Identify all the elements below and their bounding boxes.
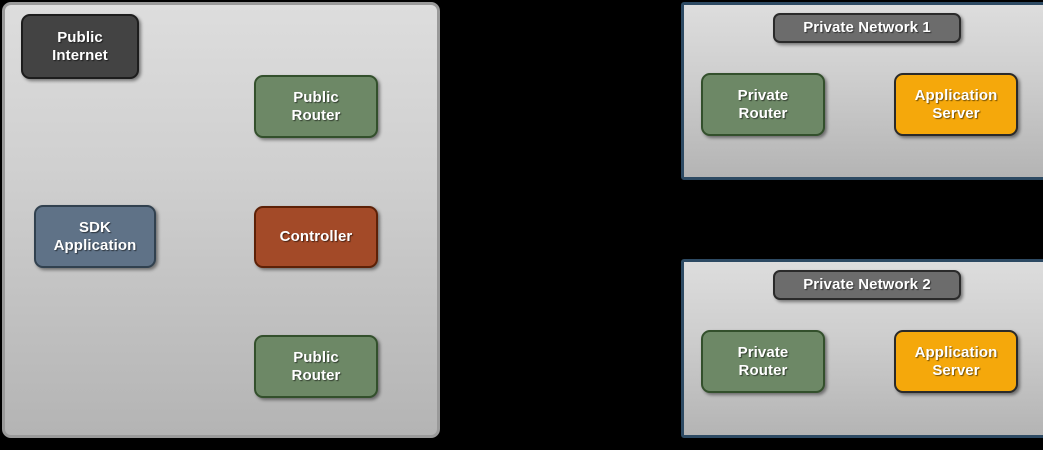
public-zone-container: Public Internet Public Router SDK Applic… — [2, 2, 440, 438]
node-public-router-top[interactable]: Public Router — [254, 75, 378, 138]
node-public-router-top-text: Public Router — [291, 88, 341, 124]
private-network-2-label: Private Network 2 — [773, 270, 961, 300]
private-network-2-container: Private Network 2 Private Router Applica… — [681, 259, 1043, 438]
node-application-server-2[interactable]: Application Server — [894, 330, 1018, 393]
node-application-server-2-text: Application Server — [914, 343, 998, 379]
node-controller[interactable]: Controller — [254, 206, 378, 268]
node-controller-text: Controller — [279, 228, 353, 246]
node-application-server-1[interactable]: Application Server — [894, 73, 1018, 136]
node-private-router-2[interactable]: Private Router — [701, 330, 825, 393]
node-public-router-bottom[interactable]: Public Router — [254, 335, 378, 398]
node-public-internet[interactable]: Public Internet — [21, 14, 139, 79]
node-sdk-application-text: SDK Application — [53, 218, 137, 254]
node-private-router-2-text: Private Router — [737, 343, 789, 379]
node-sdk-application[interactable]: SDK Application — [34, 205, 156, 268]
node-public-router-bottom-text: Public Router — [291, 348, 341, 384]
node-application-server-1-text: Application Server — [914, 86, 998, 122]
node-private-router-1-text: Private Router — [737, 86, 789, 122]
private-network-1-label: Private Network 1 — [773, 13, 961, 43]
private-network-1-container: Private Network 1 Private Router Applica… — [681, 2, 1043, 180]
node-private-router-1[interactable]: Private Router — [701, 73, 825, 136]
node-public-internet-text: Public Internet — [52, 28, 108, 64]
